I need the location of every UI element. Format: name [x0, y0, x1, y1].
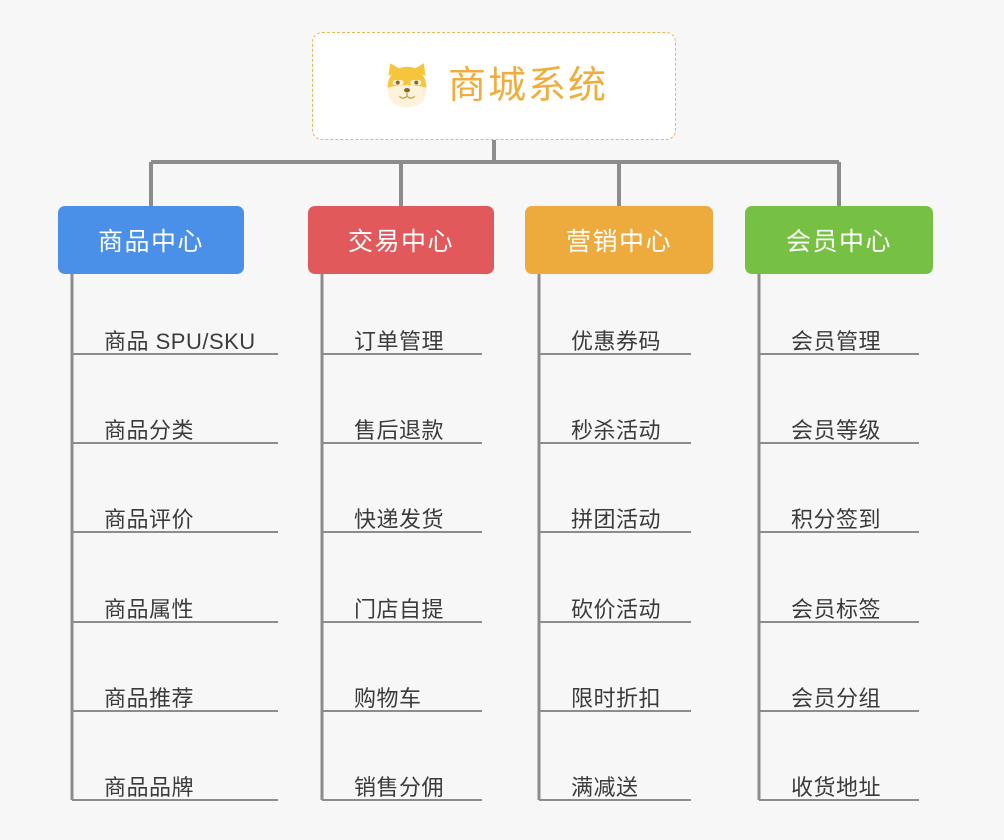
category-label: 商品中心	[97, 228, 204, 256]
leaf-item[interactable]: 购物车	[322, 673, 482, 713]
leaf-item[interactable]: 商品 SPU/SKU	[72, 316, 278, 356]
leaf-item[interactable]: 限时折扣	[539, 673, 691, 713]
leaf-label: 销售分佣	[354, 774, 445, 800]
category-node-4[interactable]: 会员中心	[745, 206, 933, 274]
leaf-label: 商品 SPU/SKU	[104, 328, 256, 354]
category-label: 营销中心	[565, 228, 672, 256]
leaf-item[interactable]: 商品品牌	[72, 762, 278, 802]
leaf-label: 限时折扣	[571, 685, 662, 711]
category-node-3[interactable]: 营销中心	[525, 206, 713, 274]
leaf-label: 商品属性	[104, 596, 195, 622]
leaf-label: 购物车	[354, 685, 422, 711]
leaf-item[interactable]: 会员管理	[759, 316, 919, 356]
leaf-item[interactable]: 优惠券码	[539, 316, 691, 356]
leaf-label: 会员分组	[791, 685, 882, 711]
leaf-label: 会员标签	[791, 596, 882, 622]
leaf-label: 商品推荐	[104, 685, 195, 711]
category-node-2[interactable]: 交易中心	[308, 206, 494, 274]
leaf-item[interactable]: 会员等级	[759, 405, 919, 445]
leaf-label: 会员管理	[791, 328, 882, 354]
leaf-item[interactable]: 满减送	[539, 762, 691, 802]
leaf-item[interactable]: 商品属性	[72, 584, 278, 624]
leaf-label: 门店自提	[354, 596, 445, 622]
leaf-label: 会员等级	[791, 417, 882, 443]
leaf-item[interactable]: 商品推荐	[72, 673, 278, 713]
leaf-item[interactable]: 商品评价	[72, 494, 278, 534]
leaf-label: 拼团活动	[571, 506, 662, 532]
leaf-label: 售后退款	[354, 417, 445, 443]
category-node-1[interactable]: 商品中心	[58, 206, 244, 274]
leaf-item[interactable]: 砍价活动	[539, 584, 691, 624]
leaf-item[interactable]: 拼团活动	[539, 494, 691, 534]
leaf-item[interactable]: 门店自提	[322, 584, 482, 624]
leaf-item[interactable]: 收货地址	[759, 762, 919, 802]
leaf-item[interactable]: 销售分佣	[322, 762, 482, 802]
leaf-item[interactable]: 会员分组	[759, 673, 919, 713]
shiba-dog-icon	[387, 63, 427, 108]
leaf-item[interactable]: 商品分类	[72, 405, 278, 445]
leaf-item[interactable]: 秒杀活动	[539, 405, 691, 445]
leaf-label: 优惠券码	[571, 328, 662, 354]
leaf-label: 商品评价	[104, 506, 195, 532]
leaf-label: 秒杀活动	[571, 417, 662, 443]
leaf-label: 快递发货	[354, 506, 445, 532]
category-label: 会员中心	[785, 228, 892, 256]
leaf-label: 积分签到	[791, 506, 882, 532]
leaf-item[interactable]: 售后退款	[322, 405, 482, 445]
leaf-item[interactable]: 会员标签	[759, 584, 919, 624]
leaf-label: 订单管理	[354, 328, 445, 354]
leaf-label: 商品分类	[104, 417, 195, 443]
leaf-item[interactable]: 积分签到	[759, 494, 919, 534]
leaf-item[interactable]: 快递发货	[322, 494, 482, 534]
leaf-item[interactable]: 订单管理	[322, 316, 482, 356]
leaf-label: 砍价活动	[571, 596, 662, 622]
leaf-label: 满减送	[571, 774, 639, 800]
category-label: 交易中心	[347, 228, 454, 256]
leaf-label: 商品品牌	[104, 774, 195, 800]
root-label: 商城系统	[447, 65, 608, 107]
leaf-label: 收货地址	[791, 774, 882, 800]
root-node[interactable]: 商城系统	[312, 32, 676, 140]
